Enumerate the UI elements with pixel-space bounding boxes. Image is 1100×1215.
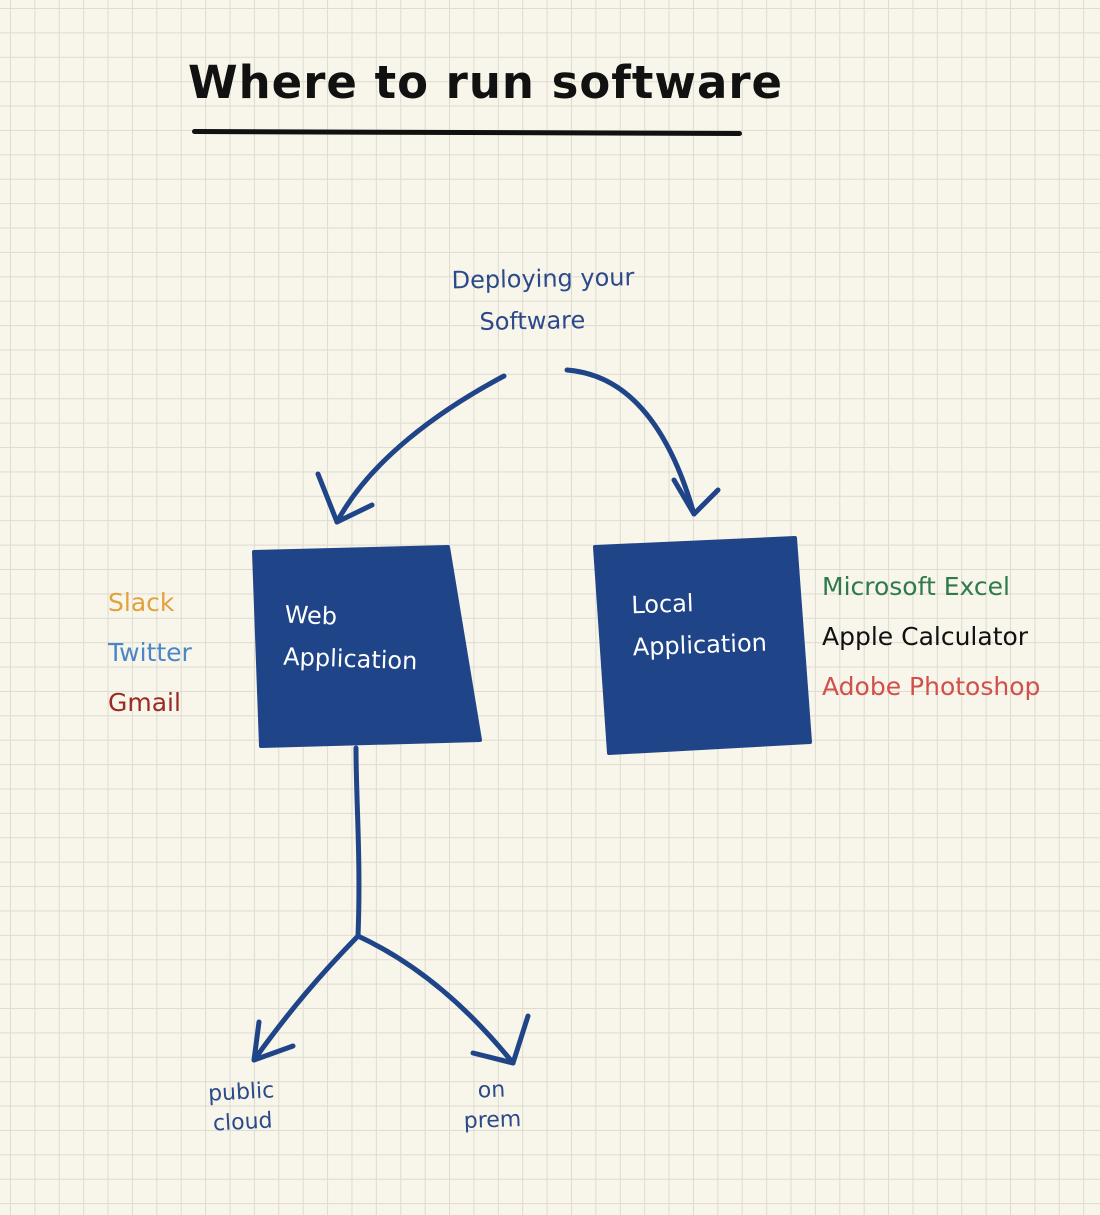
local-application-box[interactable] [593, 536, 812, 755]
arrowhead-web-icon [315, 471, 375, 525]
local-line-2: Application [632, 628, 768, 662]
deploying-software-label: Deploying your Software [451, 257, 635, 344]
example-adobe-photoshop: Adobe Photoshop [822, 672, 1041, 701]
public-cloud-label: public cloud [198, 1076, 285, 1140]
example-microsoft-excel: Microsoft Excel [822, 572, 1010, 601]
web-application-label: Web Application [283, 594, 420, 683]
local-line-1: Local [630, 589, 694, 620]
prem-line-1: on [477, 1077, 506, 1104]
example-gmail: Gmail [108, 688, 181, 717]
example-slack: Slack [108, 588, 175, 617]
root-line-1: Deploying your [451, 263, 635, 295]
arrow-root-to-local [564, 367, 697, 517]
prem-line-2: prem [463, 1106, 522, 1134]
arrow-to-on-prem [355, 933, 516, 1066]
cloud-line-2: cloud [212, 1108, 274, 1137]
local-application-label: Local Application [631, 580, 768, 669]
example-apple-calculator: Apple Calculator [822, 622, 1029, 651]
arrow-root-to-web [334, 373, 507, 525]
web-stem-line [353, 745, 362, 939]
web-application-examples: Slack Twitter Gmail [108, 578, 192, 728]
arrow-to-public-cloud [251, 933, 361, 1063]
example-twitter: Twitter [108, 638, 192, 667]
root-line-2: Software [479, 306, 586, 336]
page-title: Where to run software [188, 56, 784, 109]
arrowhead-prem-icon [470, 1013, 531, 1066]
local-application-examples: Microsoft Excel Apple Calculator Adobe P… [822, 562, 1040, 712]
arrowhead-local-icon [671, 477, 721, 517]
cloud-line-1: public [207, 1078, 275, 1107]
web-application-box[interactable] [252, 545, 482, 748]
on-prem-label: on prem [461, 1075, 523, 1137]
web-line-2: Application [282, 642, 418, 676]
web-line-1: Web [284, 600, 338, 631]
arrowhead-cloud-icon [251, 1019, 296, 1063]
